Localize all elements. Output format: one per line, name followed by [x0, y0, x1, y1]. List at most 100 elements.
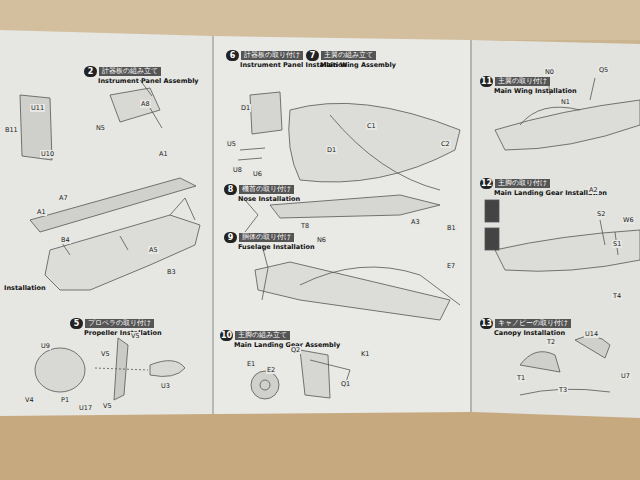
part-label: B4 [60, 236, 71, 244]
step-title-en: Nose Installation [238, 195, 300, 204]
header-row: 10主脚の組み立て [220, 330, 340, 341]
step-title-en: Propeller Installation [84, 329, 162, 338]
header-row: 9胴体の取り付け [224, 232, 315, 243]
part-label: B1 [446, 224, 457, 232]
step-title-ja: プロペラの取り付け [85, 319, 154, 328]
step-title-ja: 計器板の組み立て [99, 67, 161, 76]
part-label: A7 [58, 194, 69, 202]
step-title-en: Fuselage Installation [238, 243, 315, 252]
part-label: A5 [148, 246, 159, 254]
part-label: D1 [240, 104, 251, 112]
step-title-en: Main Wing Assembly [320, 61, 396, 70]
step-number: 9 [224, 232, 237, 243]
part-label: U3 [160, 382, 171, 390]
header-row: 8機首の取り付け [224, 184, 300, 195]
part-label: S2 [596, 210, 606, 218]
part-label: D1 [326, 146, 337, 154]
header-row: 13キャノピーの取り付け [480, 318, 571, 329]
step-number: 13 [480, 318, 493, 329]
part-drawings [20, 78, 640, 400]
step-title-en: Main Wing Installation [494, 87, 577, 96]
sheet-panel [472, 40, 640, 418]
step-header: 9胴体の取り付けFuselage Installation [224, 232, 315, 252]
part-label: T8 [300, 222, 310, 230]
step-header: 10主脚の組み立てMain Landing Gear Assembly [220, 330, 340, 350]
part-label: Q5 [598, 66, 609, 74]
step-number: 6 [226, 50, 239, 61]
step-number: 5 [70, 318, 83, 329]
header-row: 5プロペラの取り付け [70, 318, 162, 329]
part-label: V5 [102, 402, 113, 410]
step-title-en: Main Landing Gear Assembly [234, 341, 340, 350]
part-label: Q1 [340, 380, 351, 388]
part-label: A2 [588, 186, 599, 194]
part-label: E2 [266, 366, 276, 374]
step-header: 7主翼の組み立てMain Wing Assembly [306, 50, 396, 70]
part-label: U6 [252, 170, 263, 178]
part-label: U8 [232, 166, 243, 174]
part-label: T3 [558, 386, 568, 394]
part-label: A3 [410, 218, 421, 226]
step-title-ja: 機首の取り付け [239, 185, 294, 194]
part-label: U7 [620, 372, 631, 380]
part-label: U11 [30, 104, 45, 112]
step-title-ja: 主脚の取り付け [495, 179, 550, 188]
part-label: V4 [24, 396, 35, 404]
sheet-panel [0, 30, 212, 416]
step-title-ja: 主翼の取り付け [495, 77, 550, 86]
part-label: A1 [158, 150, 169, 158]
step-number: 2 [84, 66, 97, 77]
step-header: 11主翼の取り付けMain Wing Installation [480, 76, 577, 96]
step-title-en: Installation [4, 284, 46, 293]
header-row: 7主翼の組み立て [306, 50, 396, 61]
part-label: P1 [60, 396, 70, 404]
step-title-ja: 計器板の取り付け [241, 51, 303, 60]
part-label: T2 [546, 338, 556, 346]
part-label: V5 [100, 350, 111, 358]
part-label: A1 [36, 208, 47, 216]
part-label: N5 [95, 124, 106, 132]
part-label: S1 [612, 240, 622, 248]
part-label: B3 [166, 268, 177, 276]
part-label: U17 [78, 404, 93, 412]
step-number: 7 [306, 50, 319, 61]
step-title-en: Canopy Installation [494, 329, 571, 338]
step-title-en: Instrument Panel Assembly [98, 77, 199, 86]
step-header: Installation [4, 284, 46, 293]
part-label: E7 [446, 262, 456, 270]
step-title-ja: キャノピーの取り付け [495, 319, 571, 328]
part-label: A8 [140, 100, 151, 108]
table-bottom [0, 410, 640, 480]
step-number: 8 [224, 184, 237, 195]
part-label: N6 [316, 236, 327, 244]
part-label: U14 [584, 330, 599, 338]
step-number: 12 [480, 178, 493, 189]
header-row: 11主翼の取り付け [480, 76, 577, 87]
part-label: B11 [4, 126, 19, 134]
fold-line [212, 36, 214, 414]
step-header: 2計器板の組み立てInstrument Panel Assembly [84, 66, 199, 86]
part-label: U5 [226, 140, 237, 148]
step-title-ja: 胴体の取り付け [239, 233, 294, 242]
part-label: T1 [516, 374, 526, 382]
header-row: 2計器板の組み立て [84, 66, 199, 77]
fold-line [470, 40, 472, 412]
part-label: K1 [360, 350, 370, 358]
part-label: T4 [612, 292, 622, 300]
part-label: W6 [622, 216, 635, 224]
step-header: 13キャノピーの取り付けCanopy Installation [480, 318, 571, 338]
step-title-ja: 主脚の組み立て [235, 331, 290, 340]
part-label: E1 [246, 360, 256, 368]
part-label: N0 [544, 68, 555, 76]
part-label: C1 [366, 122, 377, 130]
step-header: 8機首の取り付けNose Installation [224, 184, 300, 204]
step-title-ja: 主翼の組み立て [321, 51, 376, 60]
part-label: C2 [440, 140, 451, 148]
part-label: U9 [40, 342, 51, 350]
part-label: U10 [40, 150, 55, 158]
step-number: 10 [220, 330, 233, 341]
step-number: 11 [480, 76, 493, 87]
part-label: V5 [130, 332, 141, 340]
step-header: 5プロペラの取り付けPropeller Installation [70, 318, 162, 338]
sheet-panel [214, 36, 470, 414]
